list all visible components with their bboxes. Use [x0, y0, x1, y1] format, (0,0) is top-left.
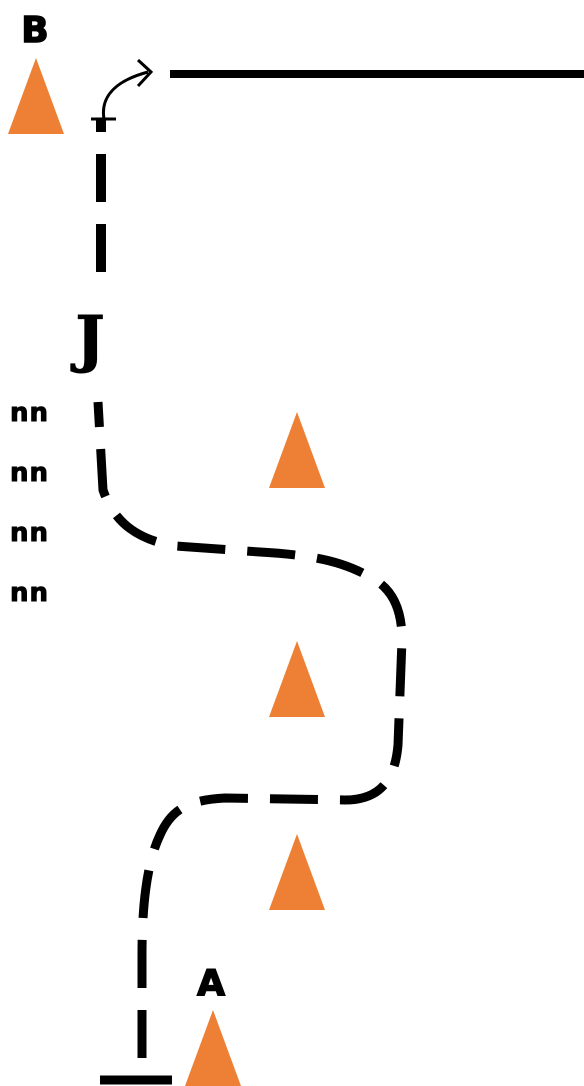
- step-mark: nn: [10, 398, 49, 428]
- cone-icon-3: [269, 834, 325, 910]
- dashed-path-lower: [93, 401, 407, 1058]
- label-a: A: [197, 963, 225, 1004]
- cone-icon-1: [269, 412, 325, 488]
- cone-icon-a: [185, 1010, 241, 1086]
- step-mark: nn: [10, 458, 49, 488]
- label-j: J: [70, 302, 104, 375]
- cone-icon-2: [269, 641, 325, 717]
- label-b: B: [21, 10, 48, 51]
- curved-arrow-icon: [91, 58, 154, 121]
- cone-icon-b: [8, 58, 64, 134]
- step-mark: nn: [10, 518, 49, 548]
- step-mark: nn: [10, 578, 49, 608]
